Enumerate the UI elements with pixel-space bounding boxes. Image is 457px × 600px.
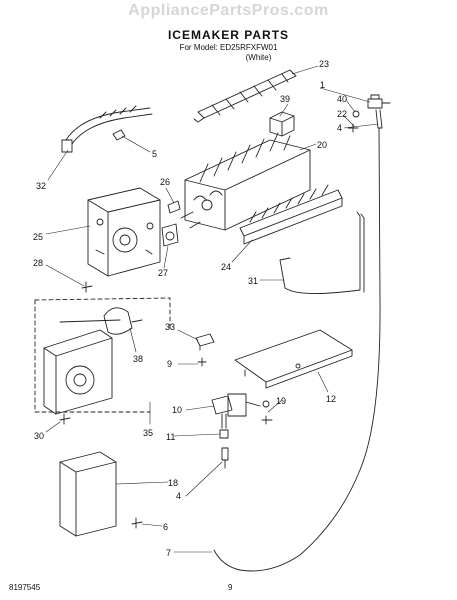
callout-27: 27 — [158, 268, 168, 278]
callout-10: 10 — [172, 405, 182, 415]
shield-part-24 — [239, 184, 343, 245]
screw-part-19 — [261, 415, 273, 425]
callout-31: 31 — [248, 276, 258, 286]
callout-7: 7 — [166, 548, 171, 558]
mounting-plate-part-12 — [234, 329, 353, 389]
callout-4-top: 4 — [337, 123, 342, 133]
shutoff-arm-part-31 — [279, 211, 365, 295]
water-valve-part-10 — [211, 393, 270, 429]
fitting-part-11 — [219, 429, 229, 469]
callout-25: 25 — [33, 232, 43, 242]
bracket-part-39 — [269, 111, 295, 137]
callout-9: 9 — [167, 359, 172, 369]
part-33 — [195, 333, 215, 351]
icemaker-mold-part-20 — [180, 132, 311, 231]
callout-4-bottom: 4 — [176, 491, 181, 501]
leader-lines — [45, 65, 379, 553]
callout-11: 11 — [166, 432, 175, 442]
callout-38: 38 — [133, 354, 143, 364]
callout-1: 1 — [320, 80, 325, 90]
part-26 — [167, 200, 181, 214]
water-tube-part-7 — [213, 127, 381, 572]
screw-part-30 — [59, 413, 71, 425]
callout-22: 22 — [337, 109, 347, 119]
callout-32: 32 — [36, 181, 46, 191]
callout-23: 23 — [319, 59, 329, 69]
page-number: 9 — [228, 583, 233, 592]
callout-30: 30 — [34, 431, 44, 441]
callout-35: 35 — [143, 428, 153, 438]
cover-part-18 — [59, 451, 117, 537]
color-line: (White) — [245, 53, 272, 62]
control-housing-part-25 — [87, 187, 161, 277]
callout-24: 24 — [221, 262, 231, 272]
callout-19: 19 — [276, 396, 286, 406]
callout-labels: 23 1 40 22 4 39 20 5 26 32 25 28 27 24 3… — [33, 59, 347, 558]
callout-40: 40 — [337, 94, 347, 104]
callout-39: 39 — [280, 94, 290, 104]
callout-12: 12 — [326, 394, 336, 404]
fitting-part-1 — [347, 94, 391, 133]
callout-33: 33 — [165, 322, 175, 332]
callout-5: 5 — [152, 149, 157, 159]
callout-20: 20 — [317, 140, 327, 150]
part-27 — [161, 223, 179, 247]
callout-18: 18 — [168, 478, 178, 488]
callout-26: 26 — [160, 177, 170, 187]
model-line: For Model: ED25RFXFW01 — [179, 43, 278, 52]
ejector-part-23 — [193, 69, 297, 123]
watermark: AppliancePartsPros.com — [128, 2, 329, 19]
screw-part-28 — [81, 281, 93, 293]
callout-6: 6 — [163, 522, 168, 532]
screw-part-6 — [131, 517, 143, 529]
screw-part-9 — [197, 357, 207, 367]
document-number: 8197545 — [9, 583, 41, 592]
motor-module-part-35 — [34, 297, 171, 415]
callout-28: 28 — [33, 258, 43, 268]
page-title: ICEMAKER PARTS — [167, 28, 290, 42]
